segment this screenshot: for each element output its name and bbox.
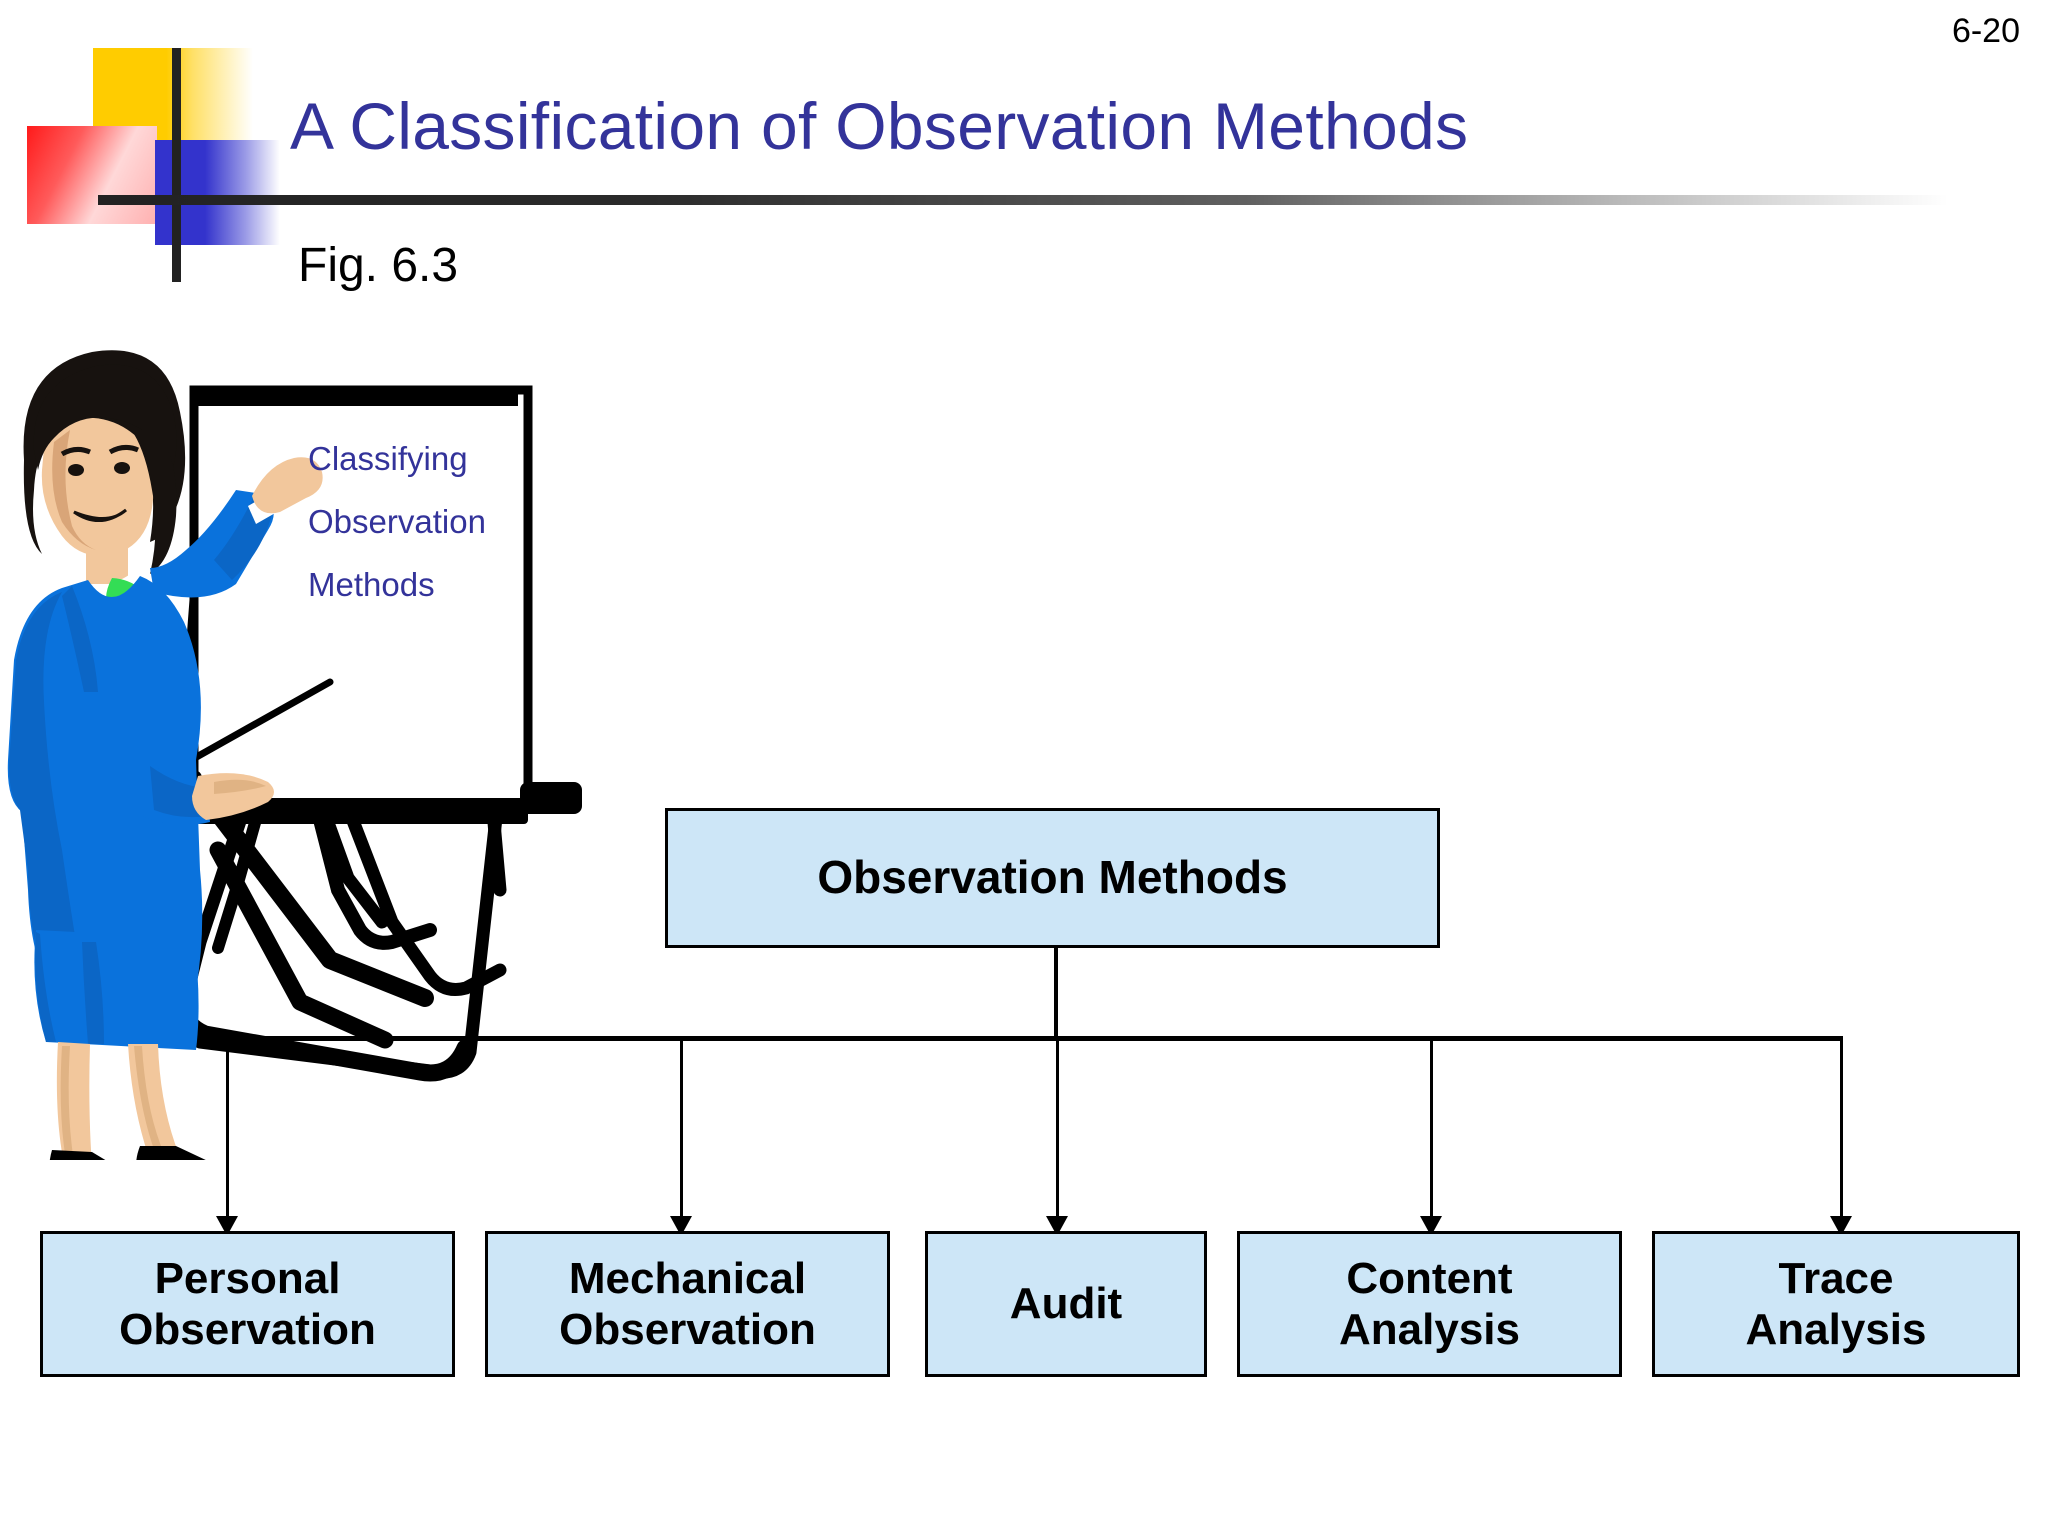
- connector-drop-audit: [1056, 1041, 1059, 1219]
- node-label: Observation Methods: [817, 851, 1288, 904]
- logo-red-square: [27, 126, 157, 224]
- page-title: A Classification of Observation Methods: [290, 89, 1469, 163]
- node-label-line1: Content: [1346, 1253, 1513, 1303]
- presenter-clipart: [7, 350, 582, 1160]
- node-label: Audit: [1009, 1279, 1123, 1329]
- figure-label: Fig. 6.3: [298, 239, 459, 292]
- connector-drop-mechanical: [680, 1041, 683, 1219]
- logo-vertical-rule: [172, 48, 181, 282]
- node-mechanical-observation[interactable]: Mechanical Observation: [485, 1231, 890, 1377]
- connector-drop-personal: [226, 1041, 229, 1219]
- node-personal-observation[interactable]: Personal Observation: [40, 1231, 455, 1377]
- node-label-line2: Analysis: [1339, 1305, 1520, 1354]
- node-label-line2: Observation: [119, 1305, 376, 1354]
- node-content-analysis[interactable]: Content Analysis: [1237, 1231, 1622, 1377]
- node-label-line2: Analysis: [1745, 1305, 1927, 1354]
- node-audit[interactable]: Audit: [925, 1231, 1207, 1377]
- connector-drop-trace: [1840, 1041, 1843, 1219]
- flipchart-line-1: Classifying: [308, 440, 468, 477]
- node-observation-methods[interactable]: Observation Methods: [665, 808, 1440, 948]
- page-number: 6-20: [1951, 12, 2020, 50]
- node-label-line1: Mechanical: [568, 1253, 807, 1303]
- node-trace-analysis[interactable]: Trace Analysis: [1652, 1231, 2020, 1377]
- node-label-line2: Observation: [559, 1305, 816, 1354]
- flipchart-line-2: Observation: [308, 503, 486, 540]
- flipchart-line-3: Methods: [308, 566, 435, 603]
- connector-root-stem: [1054, 948, 1058, 1040]
- connector-horizontal-bus: [225, 1036, 1843, 1041]
- connector-drop-content: [1430, 1041, 1433, 1219]
- node-label-line1: Trace: [1778, 1253, 1894, 1303]
- logo-mark: [0, 14, 280, 282]
- title-underline-rule: [98, 195, 1948, 205]
- node-label-line1: Personal: [154, 1253, 341, 1303]
